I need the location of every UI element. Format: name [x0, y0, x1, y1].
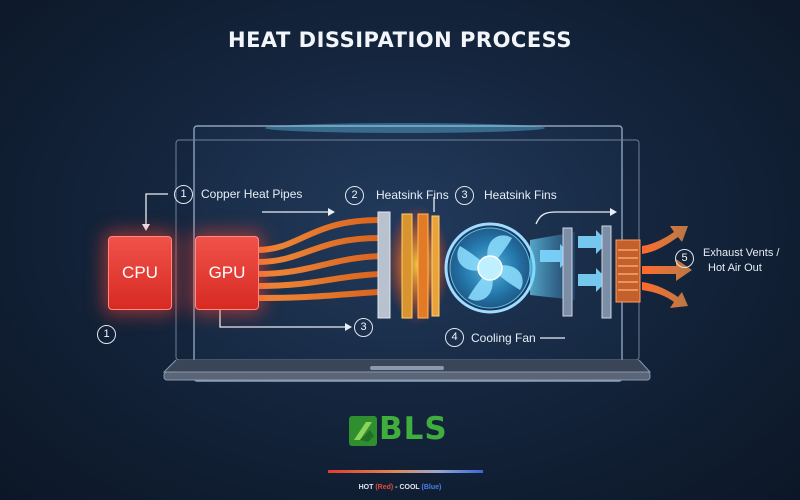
- gpu-chip: GPU: [195, 236, 259, 310]
- step-number-5: 5: [675, 249, 694, 268]
- copper-heat-pipes: [167, 217, 383, 301]
- connector-lines: [145, 193, 614, 339]
- step-number-1-bottom: 1: [97, 325, 116, 344]
- temperature-legend: HOT (Red) - COOL (Blue): [0, 484, 800, 491]
- connector-arrowheads: [142, 208, 617, 331]
- legend-blue: (Blue): [421, 484, 442, 491]
- legend-separator: -: [393, 484, 400, 491]
- step-number-1-top: 1: [174, 185, 193, 204]
- step-number-4: 4: [445, 328, 464, 347]
- exhaust-label-line2: Hot Air Out: [708, 262, 762, 274]
- cpu-label: CPU: [122, 263, 158, 282]
- cpu-chip: CPU: [108, 236, 172, 310]
- copper-heat-pipes-label: Copper Heat Pipes: [201, 187, 303, 201]
- step-number-3-top: 3: [455, 186, 474, 205]
- bls-logo-text: BLS: [379, 411, 448, 447]
- step-number-3-bottom: 3: [354, 318, 373, 337]
- heatsink-fins: [377, 211, 440, 319]
- diagram-title: HEAT DISSIPATION PROCESS: [228, 28, 572, 52]
- cooling-fan-label: Cooling Fan: [471, 331, 536, 345]
- exhaust-grille: [615, 239, 641, 303]
- gpu-label: GPU: [208, 263, 246, 282]
- airflow-arrows: [540, 230, 608, 292]
- step-number-2: 2: [345, 186, 364, 205]
- cooling-fan: [444, 222, 536, 314]
- legend-hot: HOT: [358, 484, 374, 491]
- heatsink-fins-label-2: Heatsink Fins: [376, 188, 449, 202]
- temperature-gradient-bar: [328, 470, 483, 473]
- legend-cool: COOL: [399, 484, 420, 491]
- bls-logo-mark: [349, 416, 377, 446]
- heatsink-fins-label-3: Heatsink Fins: [484, 188, 557, 202]
- top-glow: [265, 123, 545, 133]
- vent-panels: [562, 225, 612, 319]
- exhaust-label-line1: Exhaust Vents /: [703, 247, 780, 259]
- legend-red: (Red): [375, 484, 394, 491]
